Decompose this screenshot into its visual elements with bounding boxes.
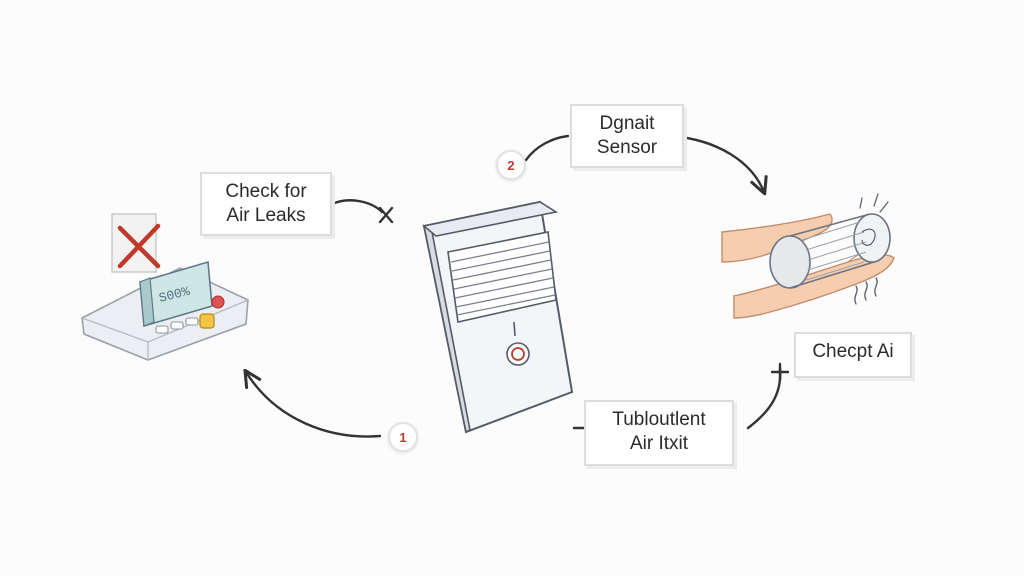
label-check-air-leaks: Check for Air Leaks (200, 172, 332, 236)
fan-filter-icon (769, 193, 891, 305)
label-sensor: Dgnait Sensor (570, 104, 684, 168)
label-turbulent-air-line1: Tubloutlent (612, 409, 706, 430)
label-sensor-line1: Dgnait (599, 113, 655, 134)
arrow-leaks-curve (330, 199, 384, 214)
step-badge-1: 1 (388, 422, 418, 452)
plus-mark-icon (770, 362, 790, 382)
arrow-step2-curve (524, 134, 570, 162)
label-check-air-leaks-line1: Check for (225, 181, 307, 202)
label-turbulent-air: Tubloutlent Air Itxit (584, 400, 734, 466)
step-badge-2: 2 (496, 150, 526, 180)
arrow-sensor-hands (670, 134, 768, 196)
label-check-air: Checpt Ai (794, 332, 912, 378)
label-check-air-leaks-line2: Air Leaks (226, 205, 306, 226)
dehumidifier-icon (422, 200, 574, 434)
x-mark-icon (111, 213, 161, 273)
label-check-air-line1: Checpt Ai (812, 341, 894, 362)
arrow-checkair-return (746, 366, 782, 430)
label-sensor-line2: Sensor (596, 137, 658, 158)
label-turbulent-air-line2: Air Itxit (629, 433, 689, 454)
cross-mark-icon (378, 206, 394, 224)
thermostat-display: S00% (157, 284, 191, 306)
arrow-step1-thermostat (243, 368, 382, 438)
thermostat-icon (81, 260, 249, 361)
